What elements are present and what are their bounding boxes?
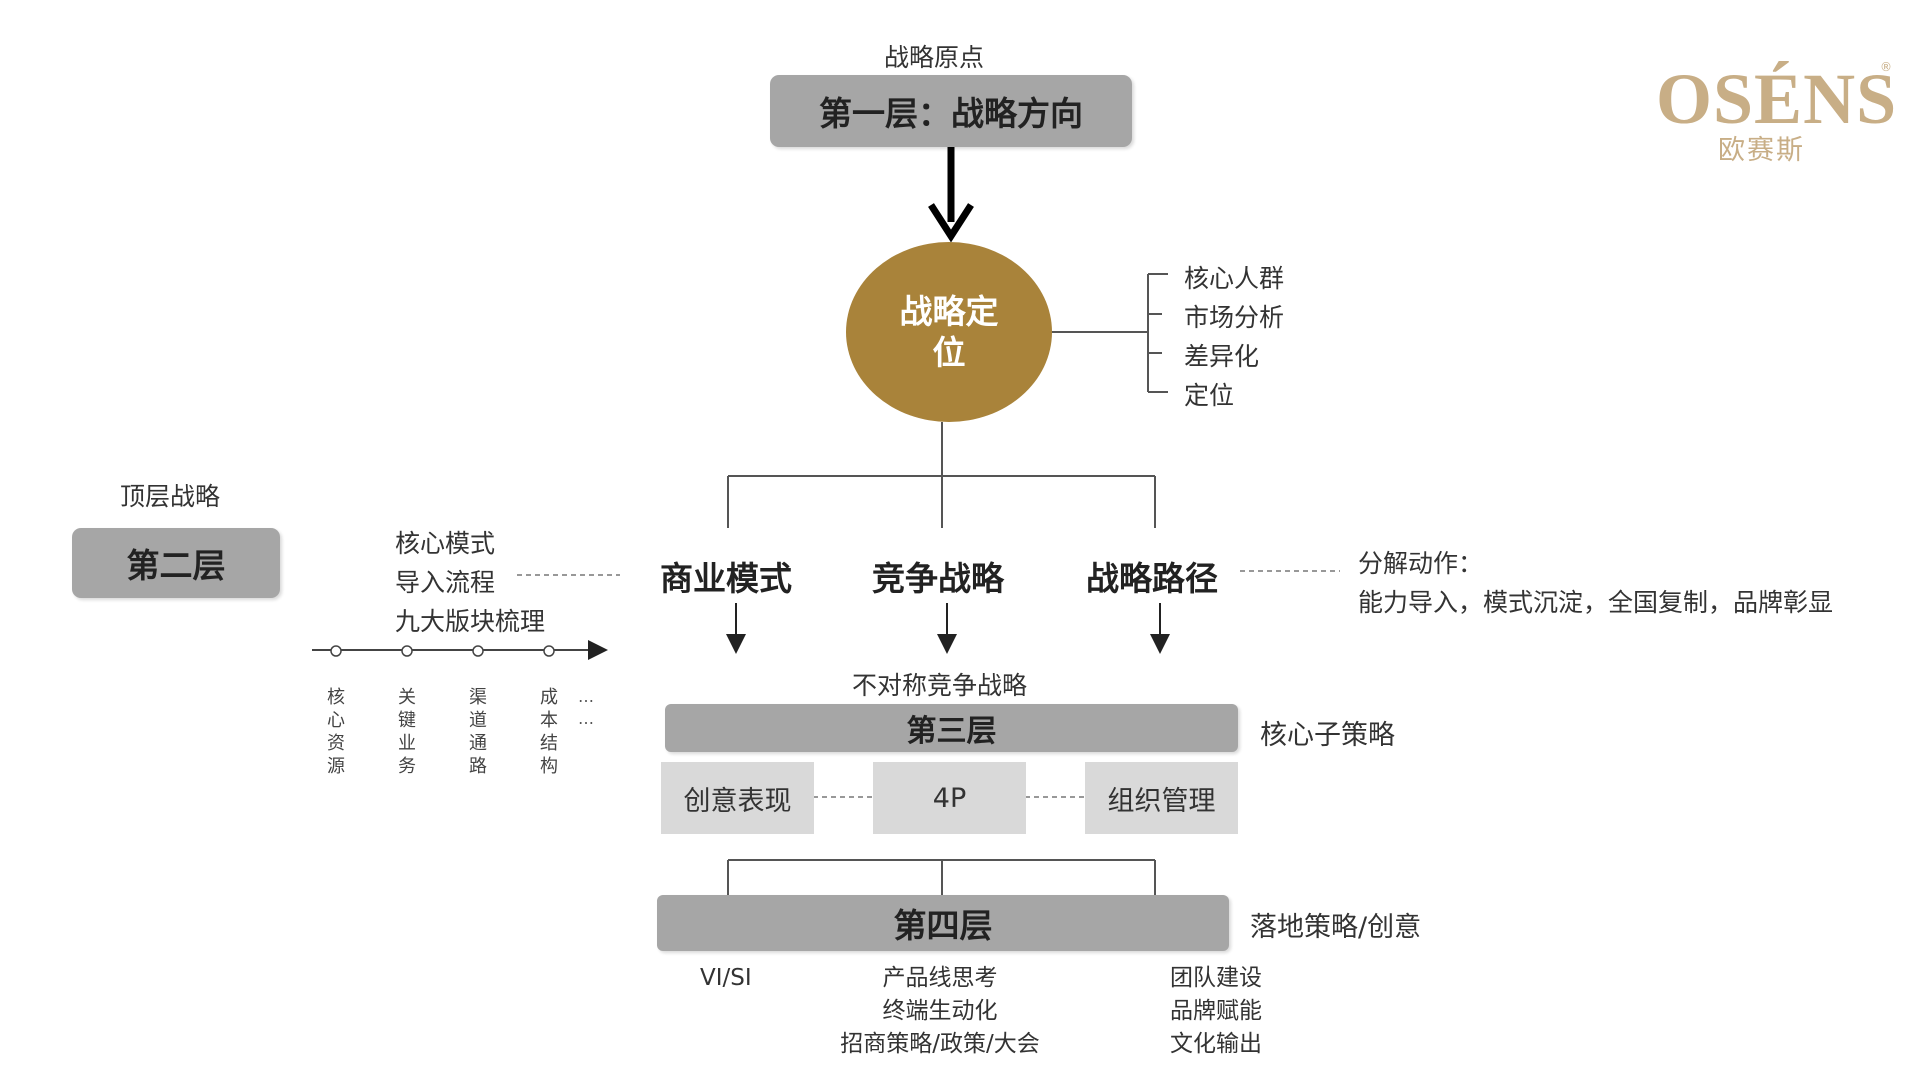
layer4-box: 第四层 [657,895,1229,951]
layer3-item-label: 组织管理 [1107,785,1216,817]
decompose-text: 能力导入，模式沉淀，全国复制，品牌彰显 [1358,588,1834,617]
layer3-item-4p: 4P [873,762,1026,834]
positioning-title: 战略定位 [899,292,999,372]
positioning-item: 核心人群 [1184,264,1285,293]
layer3-item-label: 创意表现 [683,785,792,817]
timeline-axis [312,640,608,660]
main-arrow [928,147,974,243]
core-list-item: 导入流程 [395,568,496,597]
timeline-more-dots: … [578,687,594,706]
layer2-caption: 顶层战略 [120,482,221,511]
core-list-item: 九大版块梳理 [395,607,546,636]
core-list-item: 核心模式 [395,529,496,558]
layer4-col3-item: 品牌赋能 [1170,998,1262,1024]
layer3-side-label: 核心子策略 [1260,720,1395,751]
layer3-title: 第三层 [906,714,997,749]
timeline-label: 核心资源 [327,687,345,777]
registered-mark: ® [1880,60,1892,74]
layer4-col2-item: 终端生动化 [882,998,998,1024]
logo-chinese-name: 欧赛斯 [1718,135,1805,166]
positioning-circle: 战略定位 [846,242,1052,422]
timeline-label: 渠道通路 [469,687,487,777]
layer4-side-label: 落地策略/创意 [1250,912,1422,943]
decompose-title: 分解动作： [1358,549,1484,578]
timeline-more-dots: … [578,709,594,728]
strategy-business-model: 商业模式 [660,559,792,598]
dashed-leaders [517,570,1340,798]
layer4-col1-item: VI/SI [700,965,752,991]
positioning-bracket [1040,273,1168,393]
layer4-col2-item: 招商策略/政策/大会 [840,1031,1040,1057]
positioning-item: 市场分析 [1184,303,1285,332]
strategy-path: 战略路径 [1086,559,1218,598]
logo-wordmark: OSÉNS [1656,59,1898,139]
positioning-item: 定位 [1184,381,1235,410]
layer4-col2: 产品线思考 终端生动化 招商策略/政策/大会 [820,962,1060,1061]
timeline-label: 关键业务 [398,687,416,777]
layer1-caption: 战略原点 [884,43,985,72]
layer2-box: 第二层 [72,528,280,598]
strategy-tree [727,422,1156,528]
layer1-title: 第一层：战略方向 [819,94,1083,133]
layer3-item-label: 4P [932,782,967,814]
layer4-col2-item: 产品线思考 [882,965,998,991]
layer2-title: 第二层 [126,546,226,585]
layer4-col3-item: 团队建设 [1170,965,1262,991]
layer1-box: 第一层：战略方向 [770,75,1132,147]
layer3-item-creative: 创意表现 [661,762,814,834]
layer4-tree [727,859,1156,895]
brand-logo: OSÉNS [1656,58,1897,141]
strategy-arrows [726,603,1170,654]
strategy-competition: 竞争战略 [872,559,1004,598]
timeline-label: 成本结构 [540,687,558,777]
layer3-box: 第三层 [665,704,1238,752]
positioning-item: 差异化 [1184,342,1260,371]
layer4-col3-item: 文化输出 [1170,1031,1262,1057]
layer3-item-organization: 组织管理 [1085,762,1238,834]
layer4-title: 第四层 [893,906,993,945]
layer4-col3: 团队建设 品牌赋能 文化输出 [1170,962,1262,1061]
timeline-more: … … [578,686,594,730]
layer3-caption: 不对称竞争战略 [852,671,1028,700]
